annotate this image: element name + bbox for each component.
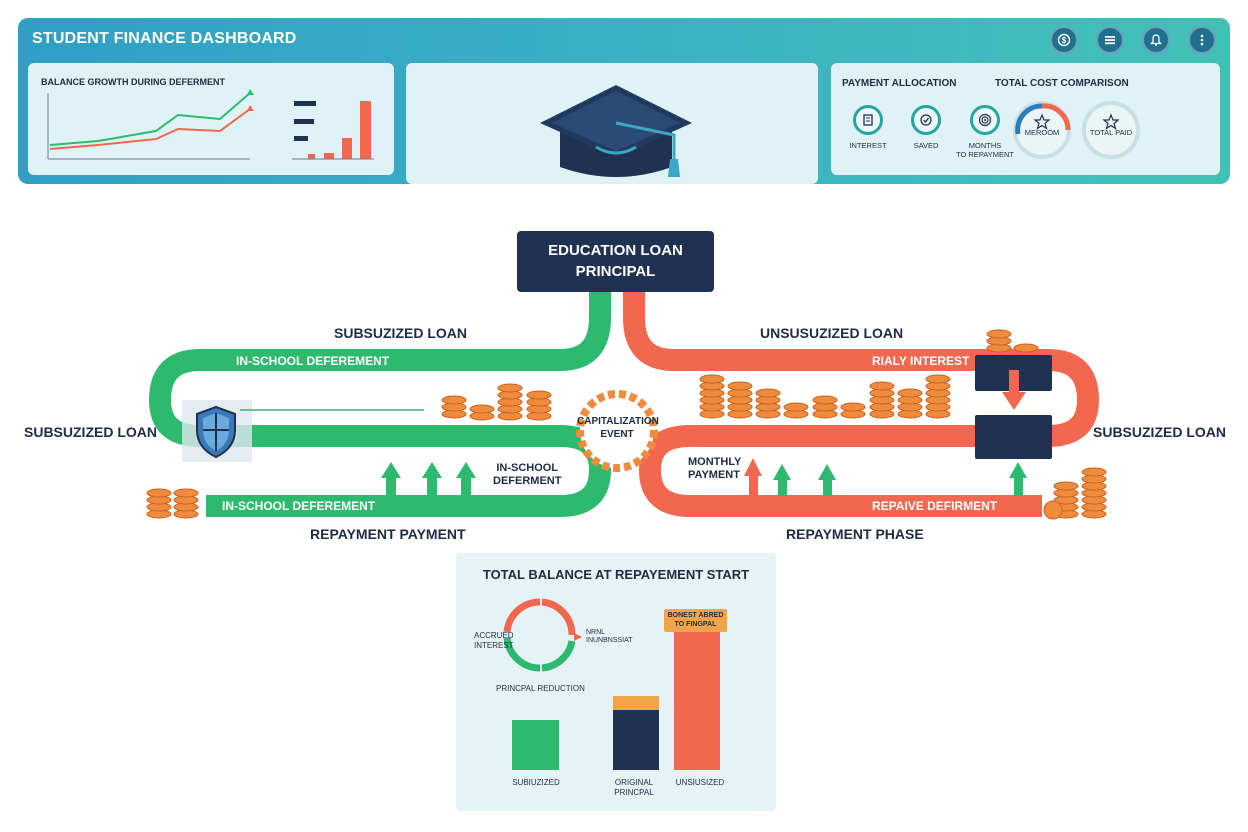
- coin-stack-right-row: [699, 374, 951, 419]
- allocation-months[interactable]: MONTHS TO REPAYMENT: [955, 105, 1015, 159]
- total-paid-ring: [1082, 101, 1140, 159]
- star-icon: [1033, 113, 1051, 130]
- bar-label-unsubsidized: UNSIUSIZED: [675, 778, 725, 787]
- menu-icon[interactable]: [1096, 26, 1124, 54]
- coin-stack-left-c: [497, 383, 523, 421]
- balance-ring-chart: [503, 598, 720, 770]
- unsubsidized-track: [623, 290, 1099, 517]
- total-cost-title: TOTAL COST COMPARISON: [995, 78, 1129, 89]
- left-bottom-label: REPAYMENT PAYMENT: [310, 526, 466, 542]
- dashboard-title: STUDENT FINANCE DASHBOARD: [32, 30, 297, 47]
- check-icon: [911, 105, 941, 135]
- bar-original-principal-cap: [613, 696, 659, 710]
- meroom-label: MEROOM: [1024, 128, 1060, 137]
- allocation-panel: PAYMENT ALLOCATION TOTAL COST COMPARISON…: [831, 63, 1220, 175]
- left-up-arrows: [381, 462, 476, 496]
- coin-stack-left-d: [526, 390, 552, 421]
- header-actions: $: [1050, 26, 1216, 54]
- total-balance-title: TOTAL BALANCE AT REPAYEMENT START: [482, 567, 750, 582]
- dashboard-header: STUDENT FINANCE DASHBOARD $ BALANCE GROW…: [18, 18, 1230, 184]
- svg-text:$: $: [1062, 36, 1067, 45]
- shield-icon: [196, 405, 236, 459]
- coin-stack-far-left: [146, 488, 199, 519]
- loan-principal-label: EDUCATION LOAN PRINCIPAL: [548, 242, 683, 280]
- accrued-interest-label: ACCRUED INTEREST: [474, 631, 514, 650]
- right-up-arrows: [744, 458, 1027, 496]
- allocation-months-label: MONTHS TO REPAYMENT: [956, 141, 1014, 159]
- currency-icon[interactable]: $: [1050, 26, 1078, 54]
- allocation-saved-label: SAVED: [913, 141, 939, 150]
- allocation-interest[interactable]: INTEREST: [843, 105, 893, 150]
- balance-growth-panel: BALANCE GROWTH DURING DEFERMENT: [28, 63, 394, 175]
- coin-stack-left-a: [441, 395, 467, 419]
- ring-right-label: NRNL INUNBNSSIAT: [586, 629, 633, 645]
- down-arrow-icon: [1002, 392, 1026, 410]
- left-track-bottom-label: IN-SCHOOL DEFEREMENT: [222, 499, 376, 513]
- left-track-top-label: IN-SCHOOL DEFEREMENT: [236, 354, 390, 368]
- coin-stack-top-right: [986, 329, 1039, 353]
- subsidized-track: [149, 290, 611, 517]
- left-top-label: SUBSUZIZED LOAN: [334, 325, 467, 341]
- right-track-top-label: RIALY INTEREST: [872, 354, 970, 368]
- graduation-cap-icon: [540, 85, 692, 177]
- right-track-bottom-label: REPAIVE DEFIRMENT: [872, 499, 998, 513]
- bar-original-principal: [613, 710, 659, 770]
- coin-stack-bottom-right: [1043, 467, 1107, 520]
- receipt-icon: [853, 105, 883, 135]
- balance-growth-chart: [47, 89, 374, 160]
- capitalized-box: [975, 415, 1052, 459]
- total-paid-label: TOTAL PAID: [1089, 128, 1133, 137]
- bar-label-subsidized: SUBIUZIZED: [512, 778, 560, 787]
- more-icon[interactable]: [1188, 26, 1216, 54]
- allocation-saved[interactable]: SAVED: [901, 105, 951, 150]
- principal-reduction-label: PRINCPAL REDUCTION: [496, 684, 585, 693]
- meroom-gauge[interactable]: MEROOM: [1012, 100, 1072, 160]
- allocation-interest-label: INTEREST: [849, 141, 887, 150]
- loan-principal-box: EDUCATION LOAN PRINCIPAL: [517, 231, 714, 292]
- right-bottom-label: REPAYMENT PHASE: [786, 526, 924, 542]
- monthly-payment-label: MONTHLY PAYMENT: [688, 456, 742, 482]
- graduation-panel: [406, 63, 818, 184]
- left-inner-label: IN-SCHOOL DEFERMENT: [493, 462, 562, 488]
- interest-added-tag: BONEST ABRED TO FINGPAL: [664, 609, 727, 632]
- bar-unsubsidized: [674, 632, 720, 770]
- bell-icon[interactable]: [1142, 26, 1170, 54]
- bar-subsidized: [512, 720, 559, 770]
- total-paid-gauge[interactable]: TOTAL PAID: [1081, 100, 1141, 160]
- meroom-gauge-ring: [1013, 101, 1071, 159]
- payment-allocation-title: PAYMENT ALLOCATION: [842, 78, 957, 89]
- left-side-label: SUBSUZIZED LOAN: [24, 424, 157, 440]
- balance-growth-title: BALANCE GROWTH DURING DEFERMENT: [41, 77, 225, 87]
- star-icon: [1102, 113, 1120, 130]
- capitalization-event-label: CAPITALIZATION EVENT: [577, 416, 659, 440]
- bar-label-original-principal: ORIGINAL PRINCPAL: [614, 778, 654, 797]
- right-top-label: UNSUSUZIZED LOAN: [760, 325, 904, 341]
- target-icon: [970, 105, 1000, 135]
- coin-stack-left-b: [469, 404, 495, 421]
- right-side-label: SUBSUZIZED LOAN: [1093, 424, 1226, 440]
